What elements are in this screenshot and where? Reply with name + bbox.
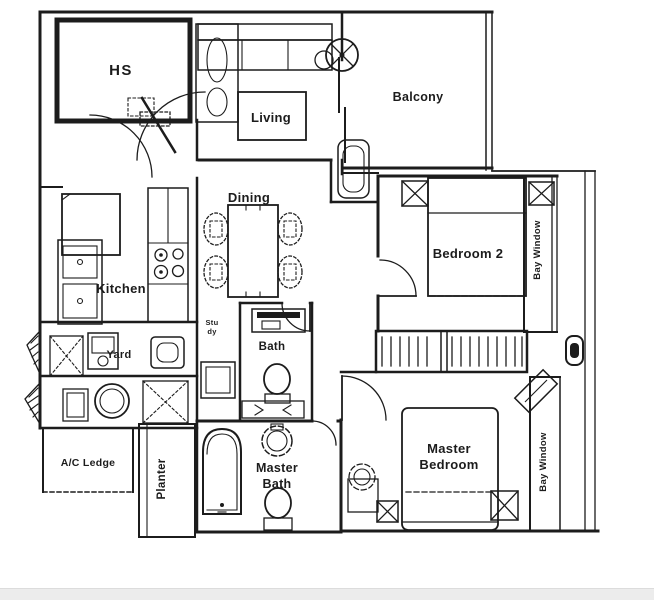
bath-sink-icon: [251, 308, 306, 333]
entry-foyer: [39, 91, 206, 188]
page-edge: [0, 588, 654, 600]
room-dining: Dining: [203, 190, 303, 298]
chaise-cushion-icon: [206, 87, 228, 117]
light-point-icon: [528, 181, 555, 206]
dining-table-icon: [227, 204, 279, 298]
label-bay-window-upper: Bay Window: [532, 220, 543, 280]
side-table-icon: [314, 50, 334, 70]
label-living: Living: [251, 110, 291, 125]
entry-door-leaf-icon: [140, 96, 177, 154]
chair-icon: [277, 255, 303, 289]
light-point-icon: [490, 490, 519, 521]
label-master-bedroom-2: Bedroom: [419, 457, 478, 472]
room-study: Stu dy: [200, 318, 236, 399]
ac-void-icon: [49, 335, 84, 377]
ledge-walls: [42, 427, 134, 493]
yard-sink-icon: [150, 336, 185, 369]
foyer-door-arc-icon: [89, 114, 153, 178]
sofa-cushion-lines: [241, 39, 289, 71]
sofa-chaise-icon: [195, 23, 239, 123]
wardrobe-icon: [374, 329, 529, 374]
label-bay-window-lower: Bay Window: [538, 432, 549, 492]
planter-walls: [138, 423, 196, 538]
chaise-cushion-icon: [206, 37, 228, 83]
room-planter: Planter: [138, 423, 196, 538]
light-point-icon: [376, 500, 399, 523]
washing-machine-icon: [87, 332, 119, 370]
basin-icon: [261, 423, 293, 457]
kitchen-counter: [147, 187, 189, 323]
hanger-icons: [381, 336, 428, 367]
label-study-2: dy: [207, 327, 217, 336]
sofa-seat-icon: [197, 39, 333, 71]
kitchen-sink-icon: [57, 239, 103, 325]
water-heater-icon: [94, 383, 130, 419]
room-ac-ledge: A/C Ledge: [42, 427, 134, 493]
bathtub-icon: [202, 427, 242, 515]
label-master-bath-1: Master: [256, 461, 298, 475]
bay-window-upper: Bay Window: [523, 175, 558, 333]
label-study-1: Stu: [206, 318, 219, 327]
entry-door-arc-icon: [136, 91, 206, 161]
toilet-icon: [263, 487, 293, 531]
bedroom2-door-arc-icon: [379, 259, 417, 297]
toilet-icon: [263, 363, 291, 404]
hs-door-icon: [139, 111, 171, 127]
exterior-walls: [38, 10, 600, 533]
bay-window-lower: Bay Window: [529, 335, 584, 532]
room-yard: Yard: [24, 329, 199, 430]
room-bath: Bath: [238, 301, 314, 423]
stove-icon: [153, 248, 185, 280]
vent-icon: [565, 335, 584, 366]
mbath-door-arc-icon: [311, 420, 337, 446]
label-bath: Bath: [259, 341, 286, 353]
room-balcony: Balcony: [343, 11, 494, 171]
label-planter: Planter: [156, 458, 168, 499]
room-kitchen: Kitchen: [38, 176, 199, 423]
hs-walls: [54, 17, 193, 124]
sliding-door-icon: [338, 12, 346, 176]
label-ac-ledge: A/C Ledge: [61, 457, 116, 469]
room-living: Living: [195, 12, 379, 204]
fridge-icon: [61, 193, 121, 256]
mbr-door-arc-icon: [341, 375, 387, 421]
label-hs: HS: [109, 62, 133, 79]
light-point-icon: [401, 180, 429, 207]
chair-icon: [203, 255, 229, 289]
room-master-bedroom: Master Bedroom: [339, 368, 559, 533]
utility-box-icon: [62, 388, 89, 422]
room-hs: HS: [54, 17, 193, 127]
room-master-bath: Master Bath: [195, 419, 343, 534]
desk-icon: [200, 361, 236, 399]
label-balcony: Balcony: [393, 90, 444, 104]
coffee-table-icon: [237, 91, 307, 141]
label-yard: Yard: [106, 349, 131, 361]
room-bedroom2: Bedroom 2: [376, 174, 559, 333]
label-master-bath-2: Bath: [263, 477, 292, 491]
bed-icon: [427, 177, 527, 297]
hanger-icons: [451, 336, 523, 367]
shelf-icon: [241, 400, 305, 419]
nightstand-icon: [347, 463, 379, 513]
label-bedroom2: Bedroom 2: [433, 246, 504, 261]
planter-hatch-icon: [24, 329, 41, 427]
label-master-bedroom-1: Master: [427, 441, 471, 456]
label-kitchen: Kitchen: [96, 281, 146, 296]
chair-icon: [277, 212, 303, 246]
label-dining: Dining: [228, 190, 270, 205]
ac-void-icon: [142, 380, 189, 424]
chair-icon: [203, 212, 229, 246]
bed-icon: [401, 407, 499, 531]
dining-table-marks: [245, 204, 261, 298]
